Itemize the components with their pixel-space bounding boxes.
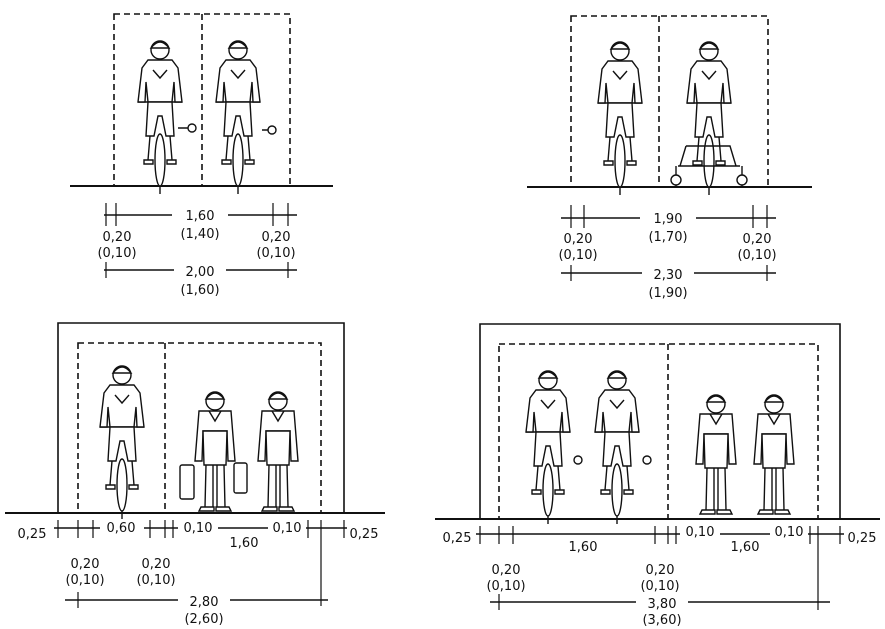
left-clearance-alt-label: (0,10) (97, 246, 136, 261)
right-clearance-label: 0,20 (743, 232, 772, 247)
walk-width-label: 1,60 (731, 540, 760, 555)
cyclist-icon (597, 41, 643, 196)
total-width-label: 2,80 (190, 595, 219, 610)
clearance-box (77, 342, 322, 514)
tricycle-rider-icon (686, 41, 732, 196)
bike-width-label: 1,60 (569, 540, 598, 555)
total-width-alt-label: (1,90) (648, 286, 687, 301)
total-width-label: 2,30 (654, 268, 683, 283)
inner-width-label: 1,60 (186, 209, 215, 224)
gap-left-label: 0,10 (184, 521, 213, 536)
mid-clearance-alt-label: (0,10) (640, 579, 679, 594)
total-width-label: 3,80 (648, 597, 677, 612)
total-width-alt-label: (2,60) (184, 612, 223, 627)
mid-clearance-alt-label: (0,10) (136, 573, 175, 588)
outer-right-label: 0,25 (848, 531, 877, 546)
right-clearance-alt-label: (0,10) (256, 246, 295, 261)
gap-right-label: 0,10 (273, 521, 302, 536)
outer-profile (57, 322, 345, 513)
right-clearance-label: 0,20 (262, 230, 291, 245)
cyclist-icon (215, 40, 261, 195)
inner-width-label: 1,90 (654, 212, 683, 227)
left-clearance-label: 0,20 (71, 557, 100, 572)
pedestrian-icon (695, 394, 737, 515)
mid-clearance-label: 0,20 (142, 557, 171, 572)
cyclist-icon (99, 365, 145, 520)
outer-left-label: 0,25 (443, 531, 472, 546)
total-width-alt-label: (1,60) (180, 283, 219, 298)
inner-width-alt-label: (1,40) (180, 227, 219, 242)
outer-profile (479, 323, 841, 519)
cyclist-icon (594, 370, 640, 525)
panel-two-cyclists: 1,60 (1,40) 0,20 (0,10) 0,20 (0,10) 2,00… (70, 13, 333, 298)
tricycle-cart-icon (670, 145, 748, 186)
gap-left-label: 0,10 (686, 525, 715, 540)
clearance-box (498, 343, 819, 520)
left-clearance-label: 0,20 (103, 230, 132, 245)
left-clearance-label: 0,20 (564, 232, 593, 247)
bike-width-label: 0,60 (107, 521, 136, 536)
inner-width-alt-label: (1,70) (648, 230, 687, 245)
cyclist-icon (525, 370, 571, 525)
cyclist-icon (137, 40, 183, 195)
total-width-label: 2,00 (186, 265, 215, 280)
panel-cyclist-tricycle: 1,90 (1,70) 0,20 (0,10) 0,20 (0,10) 2,30… (527, 15, 812, 301)
clearance-box (570, 15, 769, 188)
pedestrian-icon (257, 391, 299, 512)
left-clearance-alt-label: (0,10) (65, 573, 104, 588)
gap-right-label: 0,10 (775, 525, 804, 540)
pedestrian-icon (753, 394, 795, 515)
shopping-bag-icon (179, 462, 248, 500)
outer-left-label: 0,25 (18, 527, 47, 542)
panel-two-cyclists-pedestrians: 0,25 1,60 0,10 1,60 0,10 0,25 0,20 (0,10… (435, 323, 880, 628)
right-clearance-alt-label: (0,10) (737, 248, 776, 263)
left-clearance-alt-label: (0,10) (558, 248, 597, 263)
total-width-alt-label: (3,60) (642, 613, 681, 628)
panel-cyclist-pedestrians: 0,25 0,60 0,10 1,60 0,10 0,25 0,20 (0,10… (5, 322, 385, 627)
pedestrian-icon (194, 391, 236, 512)
walk-width-label: 1,60 (230, 536, 259, 551)
mid-clearance-label: 0,20 (646, 563, 675, 578)
left-clearance-label: 0,20 (492, 563, 521, 578)
left-clearance-alt-label: (0,10) (486, 579, 525, 594)
outer-right-label: 0,25 (350, 527, 379, 542)
